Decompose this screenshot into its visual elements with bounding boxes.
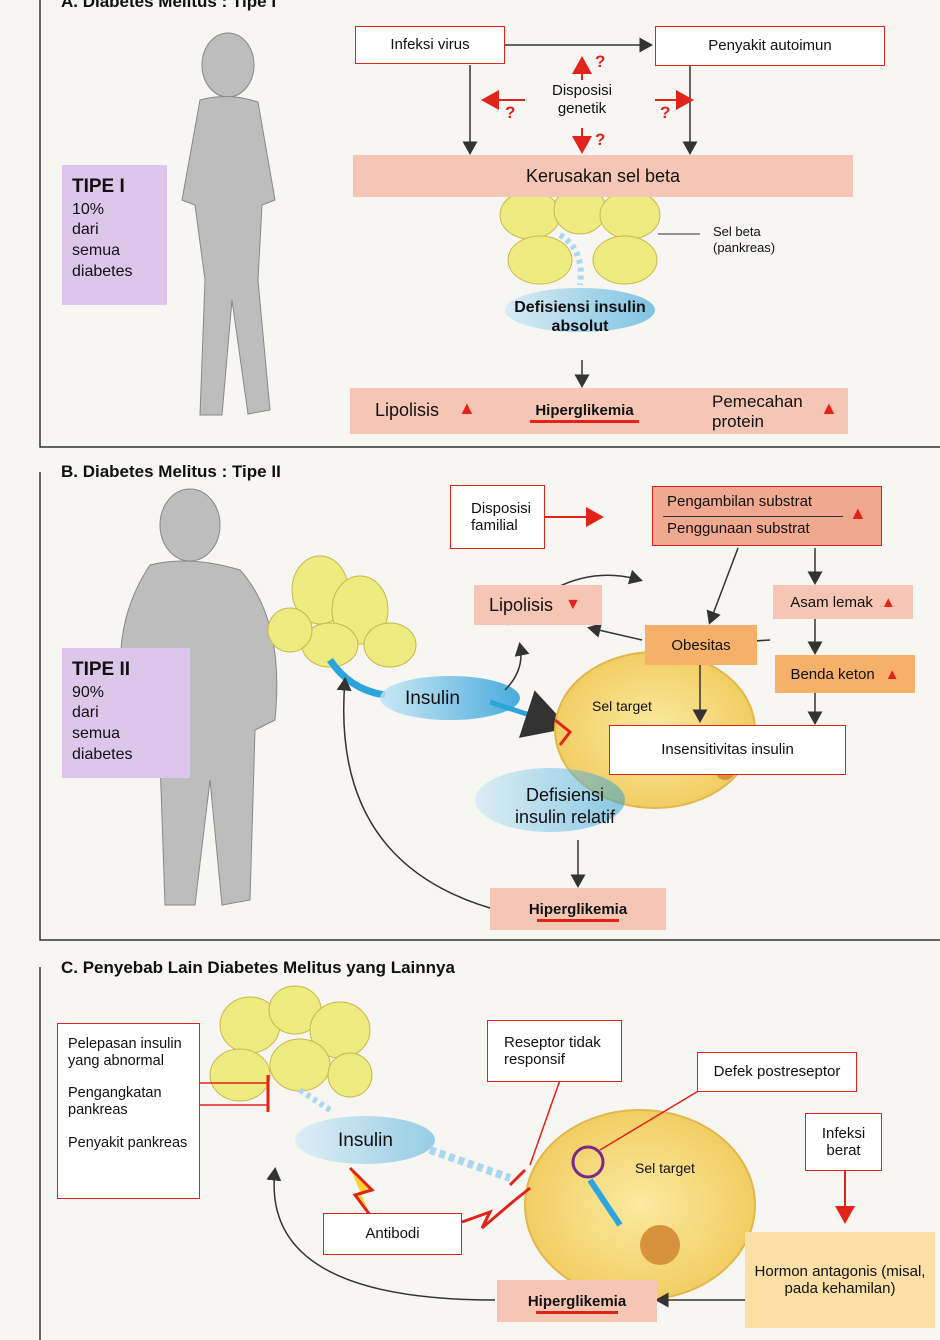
tipe2-desc-3: diabetes	[72, 745, 180, 766]
pemecahan-protein-label: Pemecahan protein	[712, 392, 802, 433]
infeksi-berat-box: Infeksi berat	[805, 1113, 882, 1171]
lipolisis-a-label: Lipolisis	[375, 400, 439, 422]
benda-keton-box: Benda keton ▲	[775, 655, 915, 693]
hiperglikemia-a-label: Hiperglikemia	[522, 402, 647, 419]
section-c-title: C. Penyebab Lain Diabetes Melitus yang L…	[55, 958, 461, 978]
tipe1-desc-2: semua	[72, 241, 157, 262]
lipolisis-b-label: Lipolisis	[489, 595, 553, 616]
sel-target-c-graphic	[525, 1110, 755, 1300]
sel-target-b-label: Sel target	[592, 698, 652, 715]
tipe1-badge: TIPE I 10% dari semua diabetes	[62, 165, 167, 305]
hiperglikemia-b-box: Hiperglikemia	[490, 888, 666, 930]
tipe2-percent: 90%	[72, 683, 180, 704]
penyakit-pankreas-label: Penyakit pankreas	[68, 1135, 189, 1152]
substrat-box: Pengambilan substrat Penggunaan substrat…	[652, 486, 882, 546]
antibodi-box: Antibodi	[323, 1213, 462, 1255]
up-arrow-icon: ▲	[849, 503, 867, 525]
tipe1-percent: 10%	[72, 200, 157, 221]
kerusakan-sel-beta-bar: Kerusakan sel beta	[353, 155, 853, 197]
down-arrow-icon: ▼	[565, 596, 581, 614]
lipolisis-b-box: Lipolisis ▼	[474, 585, 602, 625]
question-mark-1: ?	[595, 52, 605, 72]
section-b-title: B. Diabetes Melitus : Tipe II	[55, 462, 287, 482]
disposisi-familial-box: Disposisi familial	[450, 485, 545, 549]
up-arrow-icon: ▲	[820, 398, 838, 420]
infeksi-virus-box: Infeksi virus	[355, 26, 505, 64]
up-arrow-icon: ▲	[885, 666, 900, 683]
pelepasan-label: Pelepasan insulin yang abnormal	[68, 1036, 189, 1069]
sel-target-c-label: Sel target	[635, 1160, 695, 1177]
tipe2-desc-1: dari	[72, 703, 180, 724]
insensitivitas-box: Insensitivitas insulin	[609, 725, 846, 775]
penyebab-pankreas-box: Pelepasan insulin yang abnormal Pengangk…	[57, 1023, 200, 1199]
defisiensi-relatif-label: Defisiensi insulin relatif	[505, 785, 625, 828]
tipe2-badge: TIPE II 90% dari semua diabetes	[62, 648, 190, 778]
question-mark-4: ?	[660, 103, 670, 123]
asam-lemak-box: Asam lemak ▲	[773, 585, 913, 619]
hiperglikemia-c-label: Hiperglikemia	[528, 1293, 626, 1310]
penyakit-autoimun-box: Penyakit autoimun	[655, 26, 885, 66]
question-mark-3: ?	[505, 103, 515, 123]
penggunaan-substrat-label: Penggunaan substrat	[667, 520, 810, 538]
up-arrow-icon: ▲	[458, 398, 476, 420]
benda-keton-label: Benda keton	[790, 666, 874, 683]
up-arrow-icon: ▲	[881, 594, 896, 611]
pancreas-b-graphic	[268, 556, 416, 667]
tipe1-desc-3: diabetes	[72, 262, 157, 283]
defisiensi-absolut-label: Defisiensi insulin absolut	[500, 298, 660, 336]
hiperglikemia-b-label: Hiperglikemia	[529, 901, 627, 918]
tipe2-desc-2: semua	[72, 724, 180, 745]
hiperglikemia-c-box: Hiperglikemia	[497, 1280, 657, 1322]
person-type1-figure	[182, 33, 275, 415]
disposisi-genetik-label: Disposisi genetik	[532, 82, 632, 118]
obesitas-box: Obesitas	[645, 625, 757, 665]
section-a-frame	[40, 0, 940, 447]
hormon-box: Hormon antagonis (misal, pada kehamilan)	[745, 1232, 935, 1328]
defek-box: Defek postreseptor	[697, 1052, 857, 1092]
question-mark-2: ?	[595, 130, 605, 150]
tipe1-desc-1: dari	[72, 220, 157, 241]
asam-lemak-label: Asam lemak	[790, 594, 873, 611]
fraction-divider	[663, 516, 843, 517]
pengambilan-substrat-label: Pengambilan substrat	[667, 493, 812, 511]
insulin-c-label: Insulin	[338, 1130, 393, 1153]
pengangkatan-label: Pengangkatan pankreas	[68, 1085, 189, 1118]
insulin-b-label: Insulin	[405, 688, 460, 711]
sel-beta-label: Sel beta (pankreas)	[713, 224, 803, 255]
tipe2-label: TIPE II	[72, 658, 180, 683]
tipe1-label: TIPE I	[72, 175, 157, 200]
section-a-title: A. Diabetes Melitus : Tipe I	[55, 0, 282, 12]
reseptor-box: Reseptor tidak responsif	[487, 1020, 622, 1082]
